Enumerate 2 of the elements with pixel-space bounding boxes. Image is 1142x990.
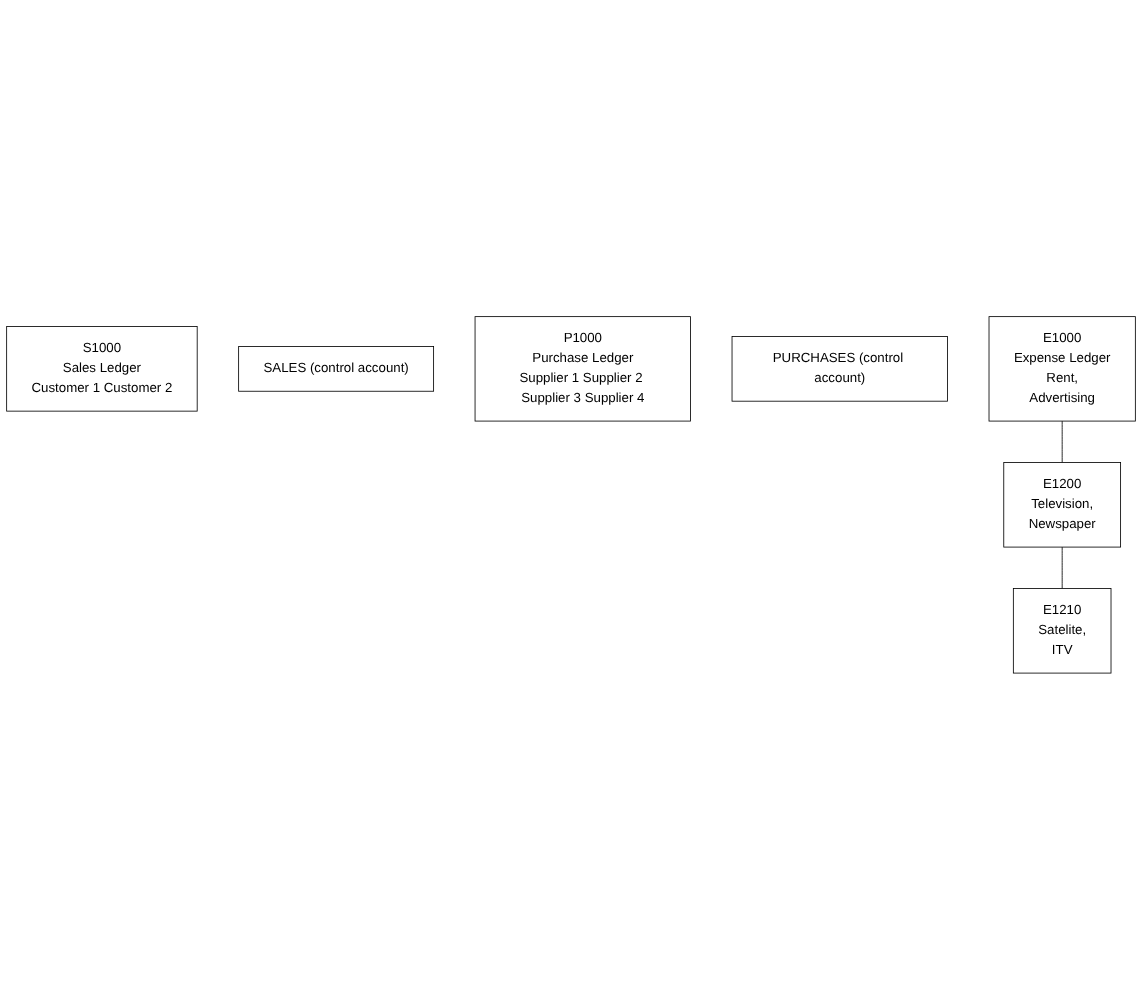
connector [1061,546,1063,590]
connector [1061,420,1063,464]
